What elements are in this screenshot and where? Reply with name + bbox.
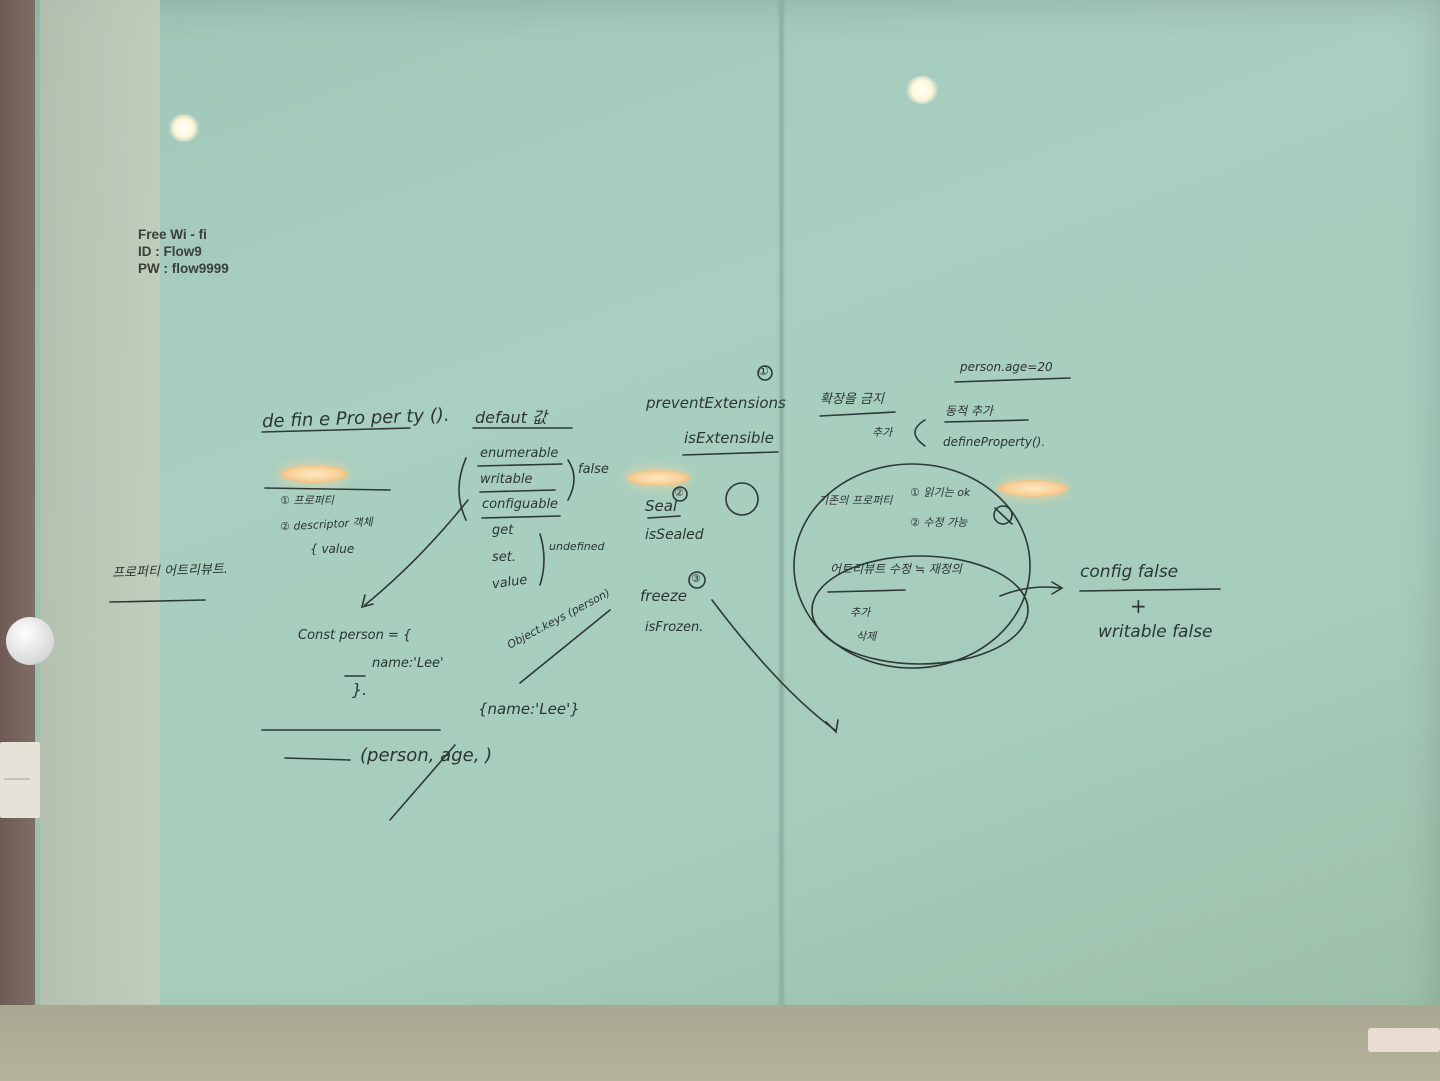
note-attribute-modify: 어트리뷰트 수정 ≒ 재정의 (830, 562, 962, 576)
note-writable-false: writable false (1098, 622, 1213, 642)
board-panel-seam (780, 0, 783, 1010)
note-is-frozen: isFrozen. (645, 620, 704, 635)
note-close-brace: }. (352, 680, 368, 699)
ceiling-light-reflection (168, 114, 200, 142)
note-dynamic-add: 동적 추가 (945, 404, 993, 418)
wifi-line-2: ID : Flow9 (138, 244, 202, 259)
note-define-property-small: defineProperty(). (943, 435, 1046, 449)
note-default-undefined: undefined (549, 540, 605, 553)
note-add2: 추가 (850, 606, 871, 619)
note-person-age: person.age=20 (960, 360, 1053, 374)
note-name-lee-obj: {name:'Lee'} (478, 700, 580, 718)
note-existing-prop: 기존의 프로퍼티 (818, 494, 893, 507)
lamp-reflection (280, 465, 348, 483)
note-default-configurable: configuable (482, 497, 559, 512)
note-const-person: Const person = { (298, 628, 412, 643)
note-seal-num: ② (674, 486, 684, 499)
note-default-title: defaut 값 (475, 408, 547, 427)
note-default-enumerable: enumerable (480, 446, 559, 461)
note-configurable-false: config false (1080, 562, 1179, 582)
light-switch (0, 742, 40, 818)
note-read-ok: ① 읽기는 ok (910, 486, 971, 499)
note-default-writable: writable (480, 472, 533, 487)
note-extension-block: 확장을 금지 (820, 392, 884, 407)
note-freeze: freeze (640, 587, 688, 605)
lamp-reflection (998, 480, 1068, 497)
door-knob (6, 617, 54, 665)
note-name-lee: name:'Lee' (372, 656, 444, 671)
note-define-args-value: { value (310, 542, 355, 556)
note-freeze-num: ③ (691, 572, 701, 585)
wifi-line-3: PW : flow9999 (138, 261, 229, 276)
note-add: 추가 (872, 426, 893, 439)
note-prevent-num: ① (758, 364, 769, 378)
note-property-attribute: 프로퍼티 어트리뷰트. (111, 561, 229, 582)
board-bottom-wall (0, 1005, 1440, 1081)
note-define-args-1: ① 프로퍼티 (280, 494, 334, 507)
note-default-set: set. (492, 550, 517, 565)
wifi-sticker: Free Wi - fi ID : Flow9 PW : flow9999 (138, 226, 229, 277)
note-default-false: false (578, 462, 609, 477)
ceiling-light-reflection (905, 76, 939, 104)
note-default-get: get (492, 523, 514, 538)
note-prevent-extensions: preventExtensions (646, 394, 786, 412)
note-delete: 삭제 (856, 630, 877, 643)
note-is-sealed: isSealed (645, 527, 704, 543)
marker-tray (1368, 1028, 1440, 1052)
note-person-age-call: (person, age, ) (360, 745, 493, 766)
note-modify-ok: ② 수정 가능 (910, 516, 968, 529)
note-seal: Seal (645, 497, 678, 515)
note-plus: + (1130, 594, 1147, 618)
board-left-frame (40, 0, 160, 1081)
lamp-reflection (626, 470, 690, 486)
wifi-line-1: Free Wi - fi (138, 227, 207, 242)
note-is-extensible: isExtensible (684, 429, 774, 447)
